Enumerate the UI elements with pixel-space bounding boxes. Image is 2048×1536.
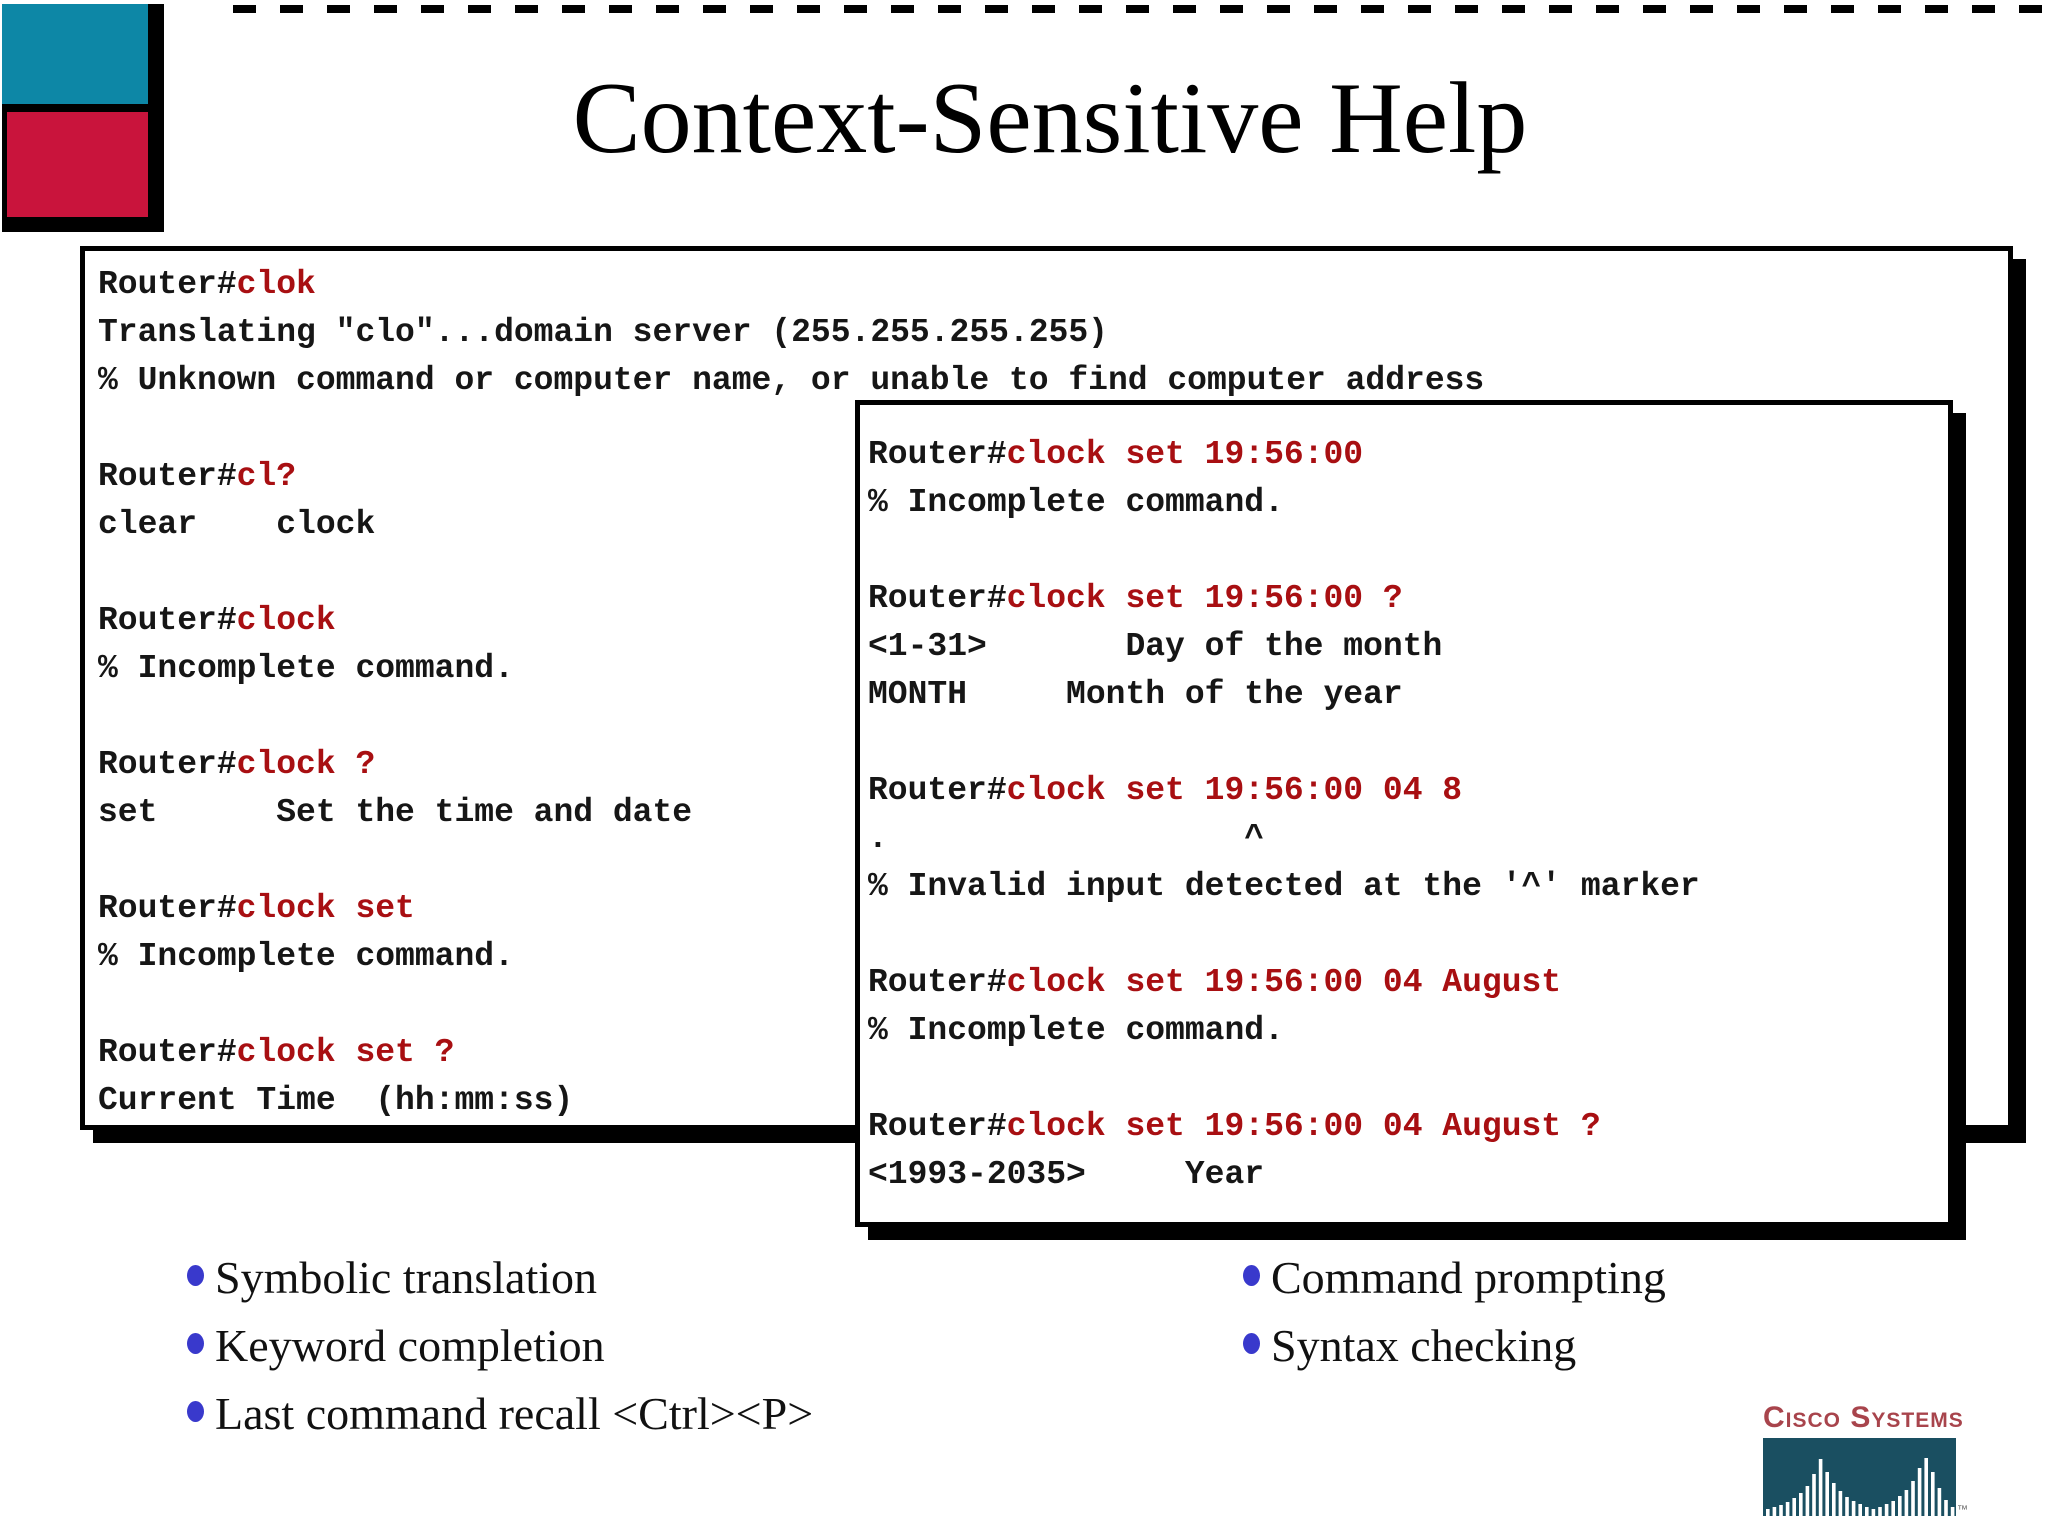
- terminal-line-prompt: Translating "clo"...domain server (255.2…: [98, 314, 1108, 351]
- list-item: Keyword completion: [187, 1316, 813, 1384]
- terminal-line-prompt: % Incomplete command.: [868, 484, 1284, 521]
- terminal-line-command: clock set ?: [236, 1034, 455, 1071]
- terminal-line-prompt: Router#: [98, 746, 237, 783]
- terminal-line-prompt: . ^: [868, 820, 1265, 857]
- terminal-line: Router#clock set 19:56:00 04 8: [868, 767, 1948, 815]
- terminal-line-prompt: Router#: [98, 1034, 237, 1071]
- terminal-line: % Incomplete command.: [98, 933, 2008, 981]
- terminal-line: <1-31> Day of the month: [868, 623, 1948, 671]
- page-title: Context-Sensitive Help: [572, 62, 1528, 175]
- bullet-label: Command prompting: [1271, 1252, 1666, 1303]
- terminal-line: Router#clock set: [98, 885, 2008, 933]
- terminal-line-command: clock set 19:56:00 04 August: [1006, 964, 1562, 1001]
- terminal-line-prompt: Router#: [868, 1108, 1007, 1145]
- top-dashed-line: [233, 5, 2048, 13]
- terminal-line-prompt: % Invalid input detected at the '^' mark…: [868, 868, 1700, 905]
- bullet-icon: [1243, 1333, 1260, 1354]
- bullet-label: Symbolic translation: [215, 1252, 598, 1303]
- terminal-line-command: clok: [236, 266, 316, 303]
- terminal-line: Router#clock set ?: [98, 1029, 2008, 1077]
- terminal-line-prompt: Current Time (hh:mm:ss): [98, 1082, 574, 1119]
- console-output-right: Router#clock set 19:56:00 % Incomplete c…: [855, 400, 1953, 1227]
- terminal-line: Router#clok: [98, 261, 2008, 309]
- terminal-line: Router#clock: [98, 597, 2008, 645]
- terminal-line: Router#clock set 19:56:00 04 August: [868, 959, 1948, 1007]
- teal-square: [2, 4, 148, 104]
- terminal-line: Translating "clo"...domain server (255.2…: [98, 309, 2008, 357]
- terminal-line: set Set the time and date: [98, 789, 2008, 837]
- list-item: Last command recall <Ctrl><P>: [187, 1384, 813, 1452]
- terminal-line-command: cl?: [236, 458, 297, 495]
- terminal-line: % Incomplete command.: [868, 479, 1948, 527]
- terminal-line: [868, 527, 1948, 575]
- terminal-line-prompt: MONTH Month of the year: [868, 676, 1403, 713]
- terminal-line: Router#clock set 19:56:00: [868, 431, 1948, 479]
- terminal-line: % Invalid input detected at the '^' mark…: [868, 863, 1948, 911]
- list-item: Syntax checking: [1243, 1316, 1666, 1384]
- terminal-line-command: clock ?: [236, 746, 376, 783]
- terminal-line-prompt: Router#: [868, 580, 1007, 617]
- terminal-line-command: clock set 19:56:00 04 August ?: [1006, 1108, 1601, 1145]
- cisco-logo-wordmark: Cisco Systems: [1763, 1401, 1964, 1434]
- terminal-line-prompt: Router#: [868, 964, 1007, 1001]
- terminal-line-prompt: Router#: [98, 266, 237, 303]
- terminal-line-command: clock set 19:56:00 04 8: [1006, 772, 1463, 809]
- terminal-line-command: clock set 19:56:00: [1006, 436, 1364, 473]
- terminal-line-prompt: clear clock: [98, 506, 376, 543]
- terminal-line: . ^: [868, 815, 1948, 863]
- bullet-label: Keyword completion: [215, 1320, 605, 1371]
- terminal-line: [868, 911, 1948, 959]
- feature-list-left: Symbolic translation Keyword completion …: [187, 1248, 813, 1452]
- bullet-label: Last command recall <Ctrl><P>: [215, 1388, 814, 1439]
- red-square: [7, 112, 148, 217]
- terminal-line: Router#clock set 19:56:00 04 August ?: [868, 1103, 1948, 1151]
- list-item: Symbolic translation: [187, 1248, 813, 1316]
- bullet-label: Syntax checking: [1271, 1320, 1577, 1371]
- bullet-icon: [187, 1265, 204, 1286]
- terminal-line: [868, 719, 1948, 767]
- terminal-line: clear clock: [98, 501, 2008, 549]
- terminal-line-prompt: Router#: [868, 772, 1007, 809]
- cisco-logo: Cisco Systems: [1763, 1400, 1968, 1516]
- terminal-line-prompt: Router#: [98, 458, 237, 495]
- terminal-line-command: clock set 19:56:00 ?: [1006, 580, 1403, 617]
- terminal-line: % Unknown command or computer name, or u…: [98, 357, 2008, 405]
- terminal-line: % Incomplete command.: [868, 1007, 1948, 1055]
- trademark-symbol: ™: [1957, 1504, 1968, 1516]
- terminal-line: Current Time (hh:mm:ss): [98, 1077, 2008, 1125]
- terminal-line: <1993-2035> Year: [868, 1151, 1948, 1199]
- terminal-line-prompt: % Incomplete command.: [98, 650, 514, 687]
- terminal-line-prompt: Router#: [868, 436, 1007, 473]
- terminal-line: % Incomplete command.: [98, 645, 2008, 693]
- terminal-line: Router#cl?: [98, 453, 2008, 501]
- terminal-line-prompt: % Incomplete command.: [868, 1012, 1284, 1049]
- terminal-line-prompt: <1-31> Day of the month: [868, 628, 1443, 665]
- terminal-line-command: clock: [236, 602, 336, 639]
- terminal-line-command: clock set: [236, 890, 415, 927]
- terminal-line-prompt: set Set the time and date: [98, 794, 693, 831]
- terminal-line-prompt: % Unknown command or computer name, or u…: [98, 362, 1485, 399]
- terminal-line: [868, 1055, 1948, 1103]
- terminal-line-prompt: % Incomplete command.: [98, 938, 514, 975]
- feature-list-right: Command prompting Syntax checking: [1243, 1248, 1666, 1384]
- terminal-line-prompt: Router#: [98, 890, 237, 927]
- terminal-line: Router#clock set 19:56:00 ?: [868, 575, 1948, 623]
- bullet-icon: [1243, 1265, 1260, 1286]
- terminal-line-prompt: Router#: [98, 602, 237, 639]
- bullet-icon: [187, 1333, 204, 1354]
- bullet-icon: [187, 1401, 204, 1422]
- terminal-line: Router#clock ?: [98, 741, 2008, 789]
- list-item: Command prompting: [1243, 1248, 1666, 1316]
- terminal-line-prompt: <1993-2035> Year: [868, 1156, 1265, 1193]
- decor-squares: [2, 4, 164, 232]
- cisco-logo-bridge-icon: [1763, 1438, 1956, 1516]
- terminal-line: MONTH Month of the year: [868, 671, 1948, 719]
